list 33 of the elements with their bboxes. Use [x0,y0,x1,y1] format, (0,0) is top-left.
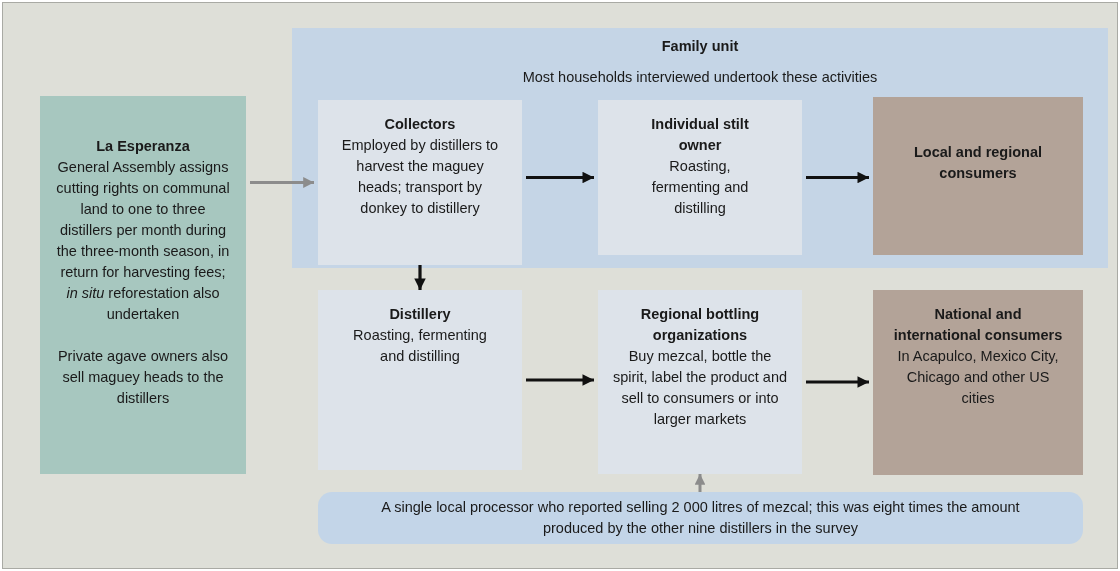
arrow [414,265,426,290]
note-band [318,492,1083,544]
consumer-box [873,290,1083,475]
process-box [598,290,802,474]
source-box [40,96,246,474]
box-text: Private agave owners also sell maguey heads to the distillers [56,347,230,408]
box-text: Buy mezcal, bottle the spirit, label the product and sell to consumers or into larger markets [611,347,789,429]
arrow [250,177,314,188]
process-box [598,100,802,255]
arrow [806,171,869,184]
process-box [318,100,522,265]
arrow [806,376,869,388]
box-heading: Local and regional consumers [912,143,1044,183]
box-text: Most households interviewed undertook these activities [521,68,879,87]
box-heading: Regional bottling organizations [639,305,761,345]
arrow [526,171,594,184]
arrow [526,374,594,386]
group-band [292,28,1108,268]
box-heading: Distillery [388,305,452,324]
box-text: Employed by distillers to harvest the maguey heads; transport by donkey to distillery [340,136,500,218]
process-box [318,290,522,470]
arrow [694,474,706,492]
box-heading: Family unit [660,37,740,56]
box-text: Roasting, fermenting and distilling [352,326,488,366]
box-heading: La Esperanza [95,137,191,156]
box-heading: Individual stilt owner [650,115,750,155]
box-text: Roasting, fermenting and distilling [650,157,750,218]
consumer-box [873,97,1083,255]
box-text: In Acapulco, Mexico City, Chicago and other US cities [896,347,1060,408]
box-heading: National and international consumers [893,305,1063,345]
box-text: A single local processor who reported selling 2 000 litres of mezcal; this was eight times the amount produced by the other nine distillers in the survey [380,498,1021,538]
box-text: General Assembly assigns cutting rights on communal land to one to three distillers per month during the three-month season, in return for harvesting fees; in situ reforestation also undertaken [55,158,231,324]
box-heading: Collectors [383,115,457,134]
